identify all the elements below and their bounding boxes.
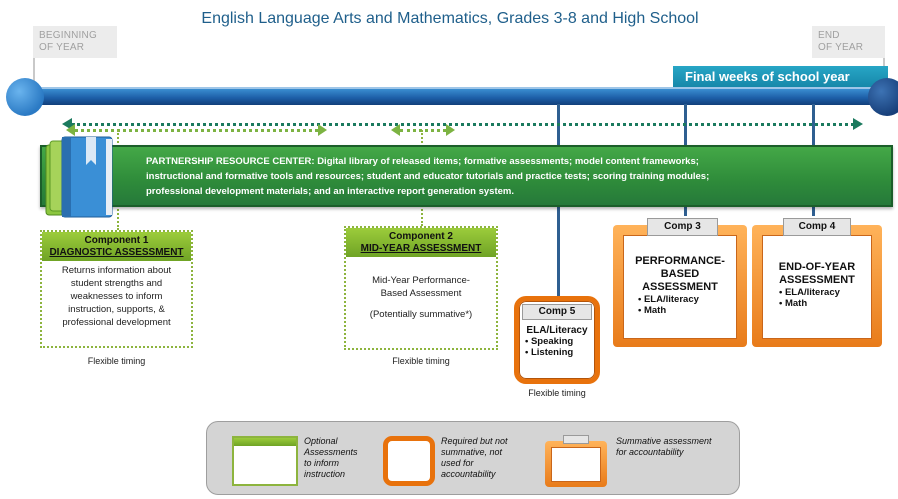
component-4-bullet-text: Math (784, 298, 808, 309)
component-4-title: END-OF-YEAR ASSESSMENT (763, 236, 871, 287)
component-4-tab: Comp 4 (783, 218, 851, 236)
legend-optional-swatch (232, 436, 298, 486)
component-1-desc-line: instruction, supports, & (68, 304, 165, 315)
beginning-flag-post (33, 58, 35, 88)
component-3-bullet: • Math (638, 305, 667, 316)
legend-summative-tab (563, 435, 589, 444)
component-4-inner: END-OF-YEAR ASSESSMENT • ELA/literacy • … (762, 235, 872, 339)
component-3-title-line: BASED (660, 268, 700, 280)
legend-optional-text: Optional Assessments to inform instructi… (304, 436, 384, 480)
book-icon (45, 136, 113, 218)
legend-summative-line: for accountability (616, 447, 684, 457)
legend-required-line: accountability (441, 469, 496, 479)
component-3-bullets: • ELA/literacy • Math (624, 294, 736, 316)
component-3-bullet: • ELA/literacy (638, 294, 699, 305)
span-arrow-right-head (853, 118, 863, 130)
component-4-box: END-OF-YEAR ASSESSMENT • ELA/literacy • … (752, 225, 882, 347)
comp1-window-arrow (75, 129, 318, 132)
component-5-tab: Comp 5 (522, 304, 592, 320)
component-1-header: Component 1 DIAGNOSTIC ASSESSMENT (42, 232, 191, 261)
resource-center-text: PARTNERSHIP RESOURCE CENTER: Digital lib… (146, 154, 886, 199)
component-1-desc-line: professional development (62, 317, 171, 328)
component-4-bullets: • ELA/literacy • Math (763, 287, 871, 309)
beginning-of-year-flag: BEGINNING OF YEAR (33, 26, 117, 58)
component-3-box: PERFORMANCE- BASED ASSESSMENT • ELA/lite… (613, 225, 747, 347)
end-flag-post (883, 58, 885, 68)
comp2-arrow-right-head (446, 124, 455, 136)
legend-required-text: Required but not summative, not used for… (441, 436, 531, 480)
component-4-title-line: ASSESSMENT (779, 274, 855, 286)
component-2-header: Component 2 MID-YEAR ASSESSMENT (346, 228, 496, 257)
comp2-arrow-left-head (391, 124, 400, 136)
component-3-inner: PERFORMANCE- BASED ASSESSMENT • ELA/lite… (623, 235, 737, 339)
end-of-year-flag: END OF YEAR (812, 26, 885, 58)
component-1-desc-line: Returns information about (61, 265, 172, 276)
end-flag-line1: END (818, 30, 840, 41)
comp2-window-arrow (400, 129, 446, 132)
legend-required-line: summative, not (441, 447, 503, 457)
component-4-bullet-text: ELA/literacy (784, 287, 840, 298)
legend-required-line: Required but not (441, 436, 508, 446)
component-3-title-line: PERFORMANCE- (635, 255, 725, 267)
final-weeks-label: Final weeks of school year (673, 66, 888, 88)
component-4-bullet: • ELA/literacy (779, 287, 840, 298)
component-1-description: Returns information about student streng… (42, 261, 191, 329)
legend-optional-line: instruction (304, 469, 346, 479)
component-2-desc-line: Based Assessment (380, 288, 462, 299)
component-5-bullets: • Speaking • Listening (519, 336, 595, 358)
component-5-title: ELA/Literacy (526, 325, 588, 336)
component-4-title-line: END-OF-YEAR (778, 261, 856, 273)
component-2-title: MID-YEAR ASSESSMENT (360, 243, 482, 254)
timeline-bar (26, 89, 886, 105)
legend-summative-text: Summative assessment for accountability (616, 436, 736, 458)
beginning-flag-line1: BEGINNING (39, 30, 97, 41)
timeline-start-dot (6, 78, 44, 116)
beginning-flag-line2: OF YEAR (39, 42, 85, 53)
span-dotted-arrow (72, 123, 854, 126)
component-2-timing: Flexible timing (392, 356, 450, 366)
legend-optional-line: Optional (304, 436, 338, 446)
legend-optional-swatch-header (234, 438, 296, 446)
comp1-arrow-left-head (66, 124, 75, 136)
component-1-title: DIAGNOSTIC ASSESSMENT (49, 247, 184, 258)
component-1-label: Component 1 (84, 235, 149, 246)
resource-center-line2: instructional and formative tools and re… (146, 171, 710, 182)
component-5-bullet: • Listening (525, 347, 574, 358)
legend-required-line: used for (441, 458, 474, 468)
resource-center-line1: PARTNERSHIP RESOURCE CENTER: Digital lib… (146, 156, 699, 167)
component-5-timing: Flexible timing (528, 388, 586, 398)
component-1-box: Component 1 DIAGNOSTIC ASSESSMENT Return… (40, 230, 193, 348)
legend-summative-line: Summative assessment (616, 436, 712, 446)
legend-optional-line: Assessments (304, 447, 358, 457)
component-2-note: (Potentially summative*) (369, 309, 473, 320)
component-4-bullet: • Math (779, 298, 808, 309)
timeline-highlight (26, 87, 886, 89)
component-3-title: PERFORMANCE- BASED ASSESSMENT (624, 236, 736, 294)
component-3-title-line: ASSESSMENT (642, 281, 718, 293)
legend-required-swatch (383, 436, 435, 486)
end-flag-line2: OF YEAR (818, 42, 864, 53)
resource-center-banner (40, 145, 893, 207)
component-3-bullet-text: Math (643, 305, 667, 316)
component-1-desc-line: student strengths and (70, 278, 163, 289)
diagram-title: English Language Arts and Mathematics, G… (201, 10, 699, 27)
component-2-label: Component 2 (389, 231, 453, 242)
component-5-bullet-text: Speaking (530, 336, 574, 347)
component-5-bullet-text: Listening (530, 347, 574, 358)
legend-optional-line: to inform (304, 458, 340, 468)
component-3-bullet-text: ELA/literacy (643, 294, 699, 305)
component-1-timing: Flexible timing (87, 356, 146, 366)
legend-summative-swatch (545, 441, 607, 487)
component-5-bullet: • Speaking (525, 336, 574, 347)
timeline-end-dot (868, 78, 898, 116)
component-2-box: Component 2 MID-YEAR ASSESSMENT Mid-Year… (344, 226, 498, 350)
component-1-desc-line: weaknesses to inform (70, 291, 163, 302)
component-2-description: Mid-Year Performance- Based Assessment (… (346, 257, 496, 321)
component-3-tab: Comp 3 (647, 218, 718, 236)
component-2-desc-line: Mid-Year Performance- (372, 275, 470, 286)
comp1-arrow-right-head (318, 124, 327, 136)
resource-center-line3: professional development materials; and … (146, 186, 514, 197)
legend-summative-swatch-inner (551, 447, 601, 482)
